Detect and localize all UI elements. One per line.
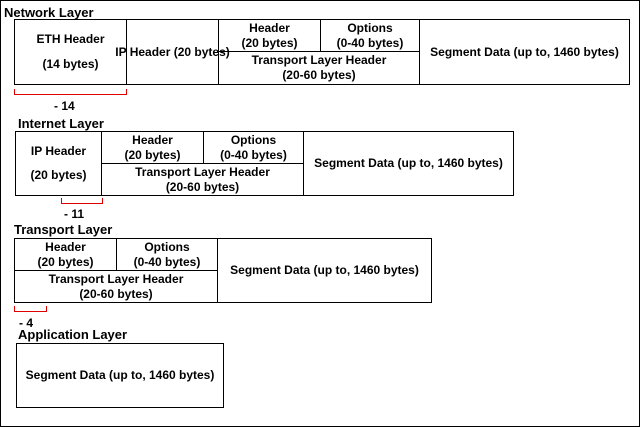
network-options-size: (0-40 bytes) <box>336 35 404 50</box>
internet-brace-label: - 11 <box>64 207 85 221</box>
network-segment-data-box: Segment Data (up to, 1460 bytes) <box>419 19 630 85</box>
internet-ip-header-box: IP Header (20 bytes) <box>15 131 102 196</box>
internet-tcp-header-size: (20 bytes) <box>124 147 181 162</box>
internet-options-size: (0-40 bytes) <box>220 147 287 162</box>
network-eth-header-box: ETH Header (14 bytes) <box>14 19 127 85</box>
internet-options-box: Options (0-40 bytes) <box>203 131 304 164</box>
internet-transport-header-box: Transport Layer Header (20-60 bytes) <box>101 163 304 196</box>
internet-tcp-header-label: Header <box>132 132 173 147</box>
transport-options-size: (0-40 bytes) <box>133 254 201 269</box>
network-tcp-header-size: (20 bytes) <box>241 35 298 50</box>
network-eth-header-size: (14 bytes) <box>42 57 99 71</box>
transport-options-label: Options <box>144 239 190 254</box>
internet-ip-header-label: IP Header <box>30 144 87 158</box>
network-transport-header-size: (20-60 bytes) <box>282 68 356 82</box>
internet-segment-data-box: Segment Data (up to, 1460 bytes) <box>303 131 514 196</box>
transport-tcp-header-size: (20 bytes) <box>37 254 94 269</box>
internet-transport-header-label: Transport Layer Header <box>135 164 270 179</box>
internet-transport-header-size: (20-60 bytes) <box>165 179 240 194</box>
application-segment-data-label: Segment Data (up to, 1460 bytes) <box>25 368 215 382</box>
network-segment-data-label: Segment Data (up to, 1460 bytes) <box>430 44 619 59</box>
network-ip-header-box: IP Header (20 bytes) <box>115 19 230 85</box>
application-segment-data-box: Segment Data (up to, 1460 bytes) <box>16 343 224 408</box>
internet-segment-data-label: Segment Data (up to, 1460 bytes) <box>314 156 503 170</box>
transport-segment-data-label: Segment Data (up to, 1460 bytes) <box>230 263 419 277</box>
transport-transport-header-size: (20-60 bytes) <box>79 286 153 301</box>
internet-tcp-header-box: Header (20 bytes) <box>101 131 204 164</box>
network-tcp-header-box: Header (20 bytes) <box>218 19 321 52</box>
transport-brace <box>14 306 47 312</box>
internet-options-label: Options <box>230 132 277 147</box>
transport-transport-header-label: Transport Layer Header <box>48 271 184 286</box>
network-transport-header-box: Transport Layer Header (20-60 bytes) <box>218 51 420 85</box>
network-eth-header-label: ETH Header <box>36 32 105 46</box>
transport-tcp-header-label: Header <box>45 239 86 254</box>
transport-transport-header-box: Transport Layer Header (20-60 bytes) <box>14 270 218 303</box>
transport-options-box: Options (0-40 bytes) <box>116 238 218 271</box>
network-transport-header-label: Transport Layer Header <box>251 53 387 67</box>
network-options-label: Options <box>347 20 393 35</box>
internet-layer-title: Internet Layer <box>18 116 104 131</box>
network-ip-header-label: IP Header (20 bytes) <box>115 44 230 59</box>
network-options-box: Options (0-40 bytes) <box>320 19 420 52</box>
transport-brace-label: - 4 <box>19 316 34 330</box>
transport-segment-data-box: Segment Data (up to, 1460 bytes) <box>217 238 432 303</box>
internet-brace <box>61 198 103 204</box>
network-brace <box>14 89 127 95</box>
network-layer-title: Network Layer <box>4 5 94 20</box>
transport-layer-title: Transport Layer <box>14 222 113 237</box>
transport-tcp-header-box: Header (20 bytes) <box>14 238 117 271</box>
application-layer-title: Application Layer <box>18 327 128 342</box>
network-tcp-header-label: Header <box>249 20 290 35</box>
network-brace-label: - 14 <box>54 99 75 113</box>
internet-ip-header-size: (20 bytes) <box>30 168 87 182</box>
